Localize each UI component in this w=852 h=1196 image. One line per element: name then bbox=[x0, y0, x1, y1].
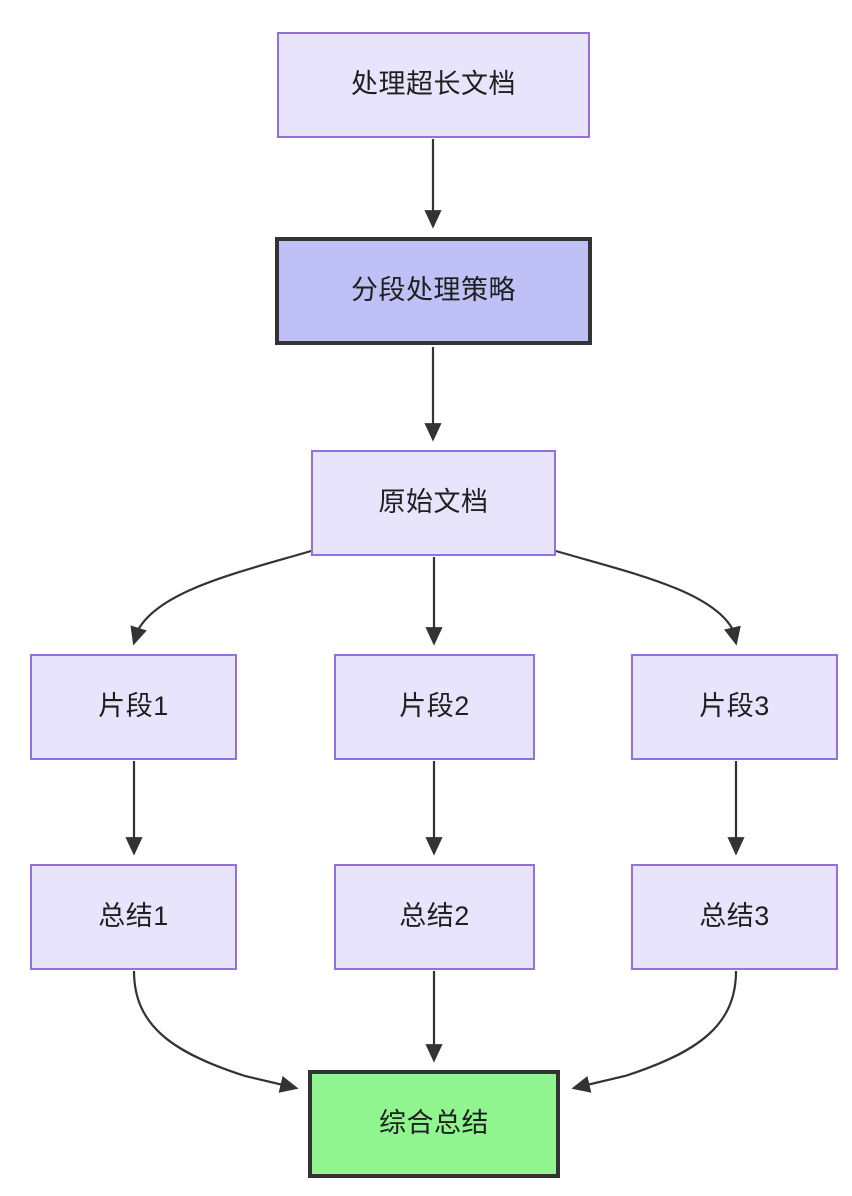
node-label: 处理超长文档 bbox=[351, 69, 516, 100]
node-label: 片段3 bbox=[699, 691, 770, 722]
node-fragment-3[interactable]: 片段3 bbox=[631, 654, 838, 760]
edge-source-to-frag3 bbox=[555, 549, 741, 646]
node-label: 分段处理策略 bbox=[351, 275, 516, 306]
node-label: 总结1 bbox=[98, 901, 169, 932]
node-label: 总结3 bbox=[699, 901, 770, 932]
node-label: 总结2 bbox=[399, 901, 470, 932]
edge-source-to-frag1 bbox=[130, 549, 312, 646]
node-label: 原始文档 bbox=[378, 487, 489, 518]
node-combined-summary[interactable]: 综合总结 bbox=[308, 1070, 560, 1178]
node-fragment-1[interactable]: 片段1 bbox=[30, 654, 237, 760]
node-label: 片段2 bbox=[399, 691, 470, 722]
node-summary-3[interactable]: 总结3 bbox=[631, 864, 838, 970]
edge-sum3-to-final bbox=[571, 970, 738, 1093]
node-fragment-2[interactable]: 片段2 bbox=[334, 654, 535, 760]
node-label: 片段1 bbox=[98, 691, 169, 722]
node-summary-2[interactable]: 总结2 bbox=[334, 864, 535, 970]
node-chunking-strategy[interactable]: 分段处理策略 bbox=[275, 237, 592, 345]
node-label: 综合总结 bbox=[379, 1108, 489, 1139]
node-process-long-document[interactable]: 处理超长文档 bbox=[277, 32, 590, 138]
node-source-document[interactable]: 原始文档 bbox=[311, 450, 556, 556]
node-summary-1[interactable]: 总结1 bbox=[30, 864, 237, 970]
edge-sum1-to-final bbox=[132, 970, 299, 1093]
